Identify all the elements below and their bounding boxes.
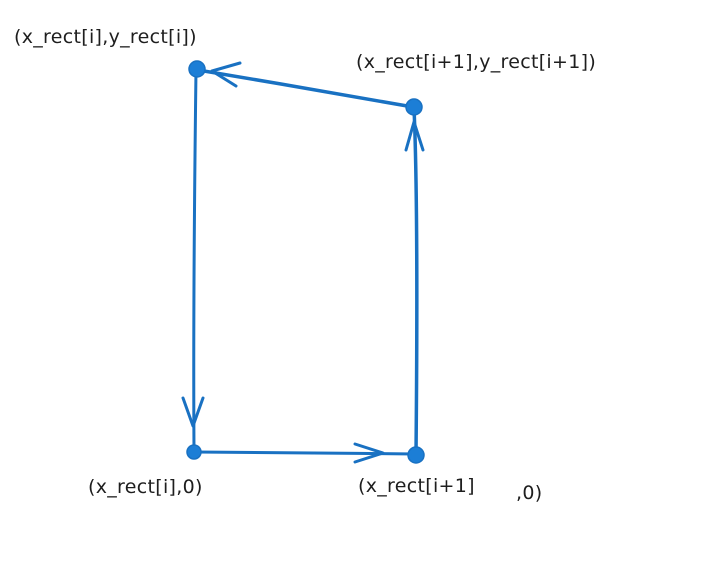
edge-top-left <box>196 68 415 109</box>
label-bottom-right-point-part2: ,0) <box>516 482 543 504</box>
vertex-bottom-right <box>407 446 425 464</box>
arrowhead-top-left <box>210 61 242 88</box>
label-top-right-point: (x_rect[i+1],y_rect[i+1]) <box>356 51 597 73</box>
vertex-bottom-left <box>186 444 202 460</box>
arrowhead-right-up <box>404 120 425 152</box>
edge-bottom-right <box>193 450 417 456</box>
edge-right-up <box>412 106 419 456</box>
label-top-left-point: (x_rect[i],y_rect[i]) <box>14 26 197 48</box>
arrowhead-left-down <box>181 396 205 428</box>
label-bottom-right-point-part1: (x_rect[i+1] <box>358 475 475 497</box>
vertex-top-left <box>188 60 206 78</box>
edge-left-down <box>192 68 198 452</box>
label-bottom-left-point: (x_rect[i],0) <box>88 476 203 498</box>
vertex-top-right <box>405 98 423 116</box>
arrowhead-bottom-right <box>353 442 385 464</box>
